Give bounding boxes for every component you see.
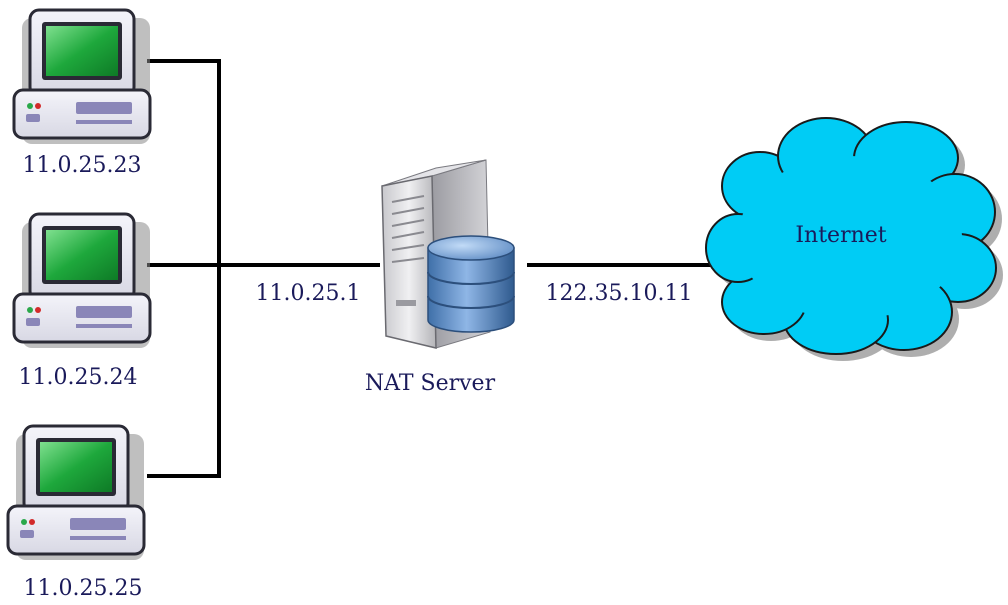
computer-host-1[interactable] [12, 8, 152, 146]
desktop-computer-icon [12, 8, 152, 146]
cloud-icon [705, 117, 1003, 361]
host-1-ip-label: 11.0.25.23 [23, 153, 142, 178]
database-icon [427, 235, 515, 333]
nat-server-label: NAT Server [365, 371, 496, 396]
desktop-computer-icon [6, 424, 146, 562]
nat-wan-ip-label: 122.35.10.11 [546, 281, 693, 306]
host-3-ip-label: 11.0.25.25 [24, 576, 143, 601]
nat-server[interactable] [381, 159, 515, 349]
desktop-computer-icon [12, 212, 152, 350]
wire-host-1 [147, 59, 221, 478]
computer-host-2[interactable] [12, 212, 152, 350]
host-2-ip-label: 11.0.25.24 [19, 365, 138, 390]
nat-lan-ip-label: 11.0.25.1 [256, 281, 361, 306]
internet-label: Internet [795, 223, 886, 248]
lan-wiring [147, 59, 712, 478]
computer-host-3[interactable] [6, 424, 146, 562]
internet-cloud[interactable]: Internet [705, 117, 1003, 361]
